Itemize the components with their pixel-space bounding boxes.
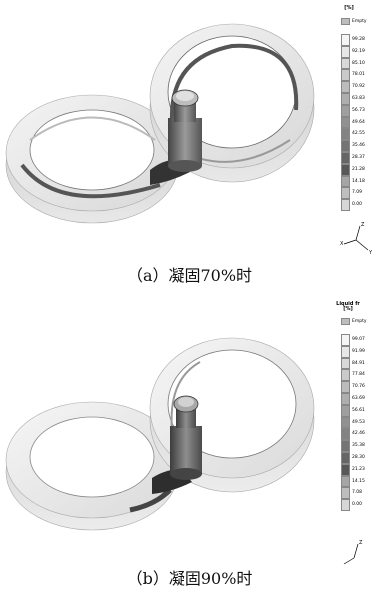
axis-z-label-a: Z	[361, 222, 365, 228]
legend-value-label: 78.01	[352, 72, 365, 78]
legend-value-label: 63.69	[352, 396, 365, 401]
legend-swatch	[341, 187, 350, 200]
legend-label-empty: Empty	[352, 319, 367, 324]
legend-value-label: 42.46	[352, 431, 365, 437]
legend-value-label: 42.55	[352, 131, 365, 137]
legend-value-label: 70.92	[352, 84, 365, 90]
legend-swatch	[341, 199, 350, 211]
legend-swatch	[341, 57, 350, 70]
legend-value-label: 14.15	[352, 478, 365, 484]
legend-value-label: 7.09	[352, 190, 363, 196]
caption-a: （a）凝固70%时	[126, 266, 253, 285]
legend-value-label: 56.73	[352, 107, 365, 113]
legend-title-a: [%]	[344, 5, 354, 11]
axis-z-label-b: Z	[359, 540, 363, 546]
legend-swatch	[341, 381, 350, 393]
legend-swatch	[341, 163, 350, 176]
legend-value-label: 77.84	[352, 372, 365, 378]
legend-value-label: 14.18	[352, 178, 365, 184]
left-ring-b	[5, 401, 179, 531]
casting-render-a	[5, 23, 315, 224]
legend-swatch	[341, 499, 350, 511]
axis-triad-icon-a	[343, 225, 369, 251]
legend-swatch	[341, 475, 350, 488]
legend-value-label: 99.28	[352, 37, 365, 42]
legend-swatch	[341, 404, 350, 417]
legend-value-label: 99.07	[352, 337, 365, 342]
caption-b: （b）凝固90%时	[126, 569, 253, 588]
legend-swatch	[341, 487, 350, 500]
legend-value-label: 28.30	[352, 455, 365, 460]
legend-value-label: 91.99	[352, 348, 365, 354]
legend-swatch	[341, 357, 350, 370]
legend-value-label: 49.64	[352, 119, 365, 125]
legend-value-label: 70.76	[352, 384, 365, 390]
legend-swatch	[341, 393, 350, 405]
legend-swatch	[341, 45, 350, 58]
legend-swatch	[341, 93, 350, 105]
legend-value-label: 21.28	[352, 166, 365, 172]
legend-swatch	[341, 81, 350, 93]
figure-panel-b: Liquid fr [%] Empty 99.07 91.99 84.91 77.84 7…	[0, 300, 379, 565]
legend-value-label: 84.91	[352, 360, 365, 366]
legend-value-label: 35.38	[352, 443, 365, 449]
legend-swatch	[341, 440, 350, 452]
legend-swatch	[341, 104, 350, 117]
figure-panel-a: [%] Empty 99.28 92.19 85.10 78.01 70.92 63.83 5…	[0, 0, 379, 260]
casting-render-b	[5, 337, 315, 531]
legend-swatch	[341, 463, 350, 476]
legend-value-label: 28.37	[352, 155, 365, 160]
legend-swatch-empty	[341, 318, 350, 325]
legend-swatch	[341, 452, 350, 464]
riser-a	[168, 89, 202, 172]
legend-value-label: 35.46	[352, 143, 365, 149]
legend-swatch	[341, 334, 350, 346]
legend-value-label: 63.83	[352, 96, 365, 101]
left-ring-a	[5, 94, 179, 224]
legend-swatch	[341, 34, 350, 46]
legend-swatch	[341, 128, 350, 141]
legend-swatch	[341, 116, 350, 129]
legend-swatch	[341, 416, 350, 429]
legend-swatch	[341, 175, 350, 188]
legend-value-label: 21.23	[352, 466, 365, 472]
axis-triad-icon-b	[343, 543, 359, 565]
legend-value-label: 0.00	[352, 502, 363, 508]
legend-value-label: 85.10	[352, 60, 365, 66]
legend-swatch	[341, 345, 350, 358]
riser-b	[170, 395, 202, 480]
legend-swatch	[341, 140, 350, 152]
legend-value-label: 0.00	[352, 202, 363, 208]
legend-swatch	[341, 428, 350, 441]
legend-swatch-empty	[341, 18, 350, 25]
legend-value-label: 49.53	[352, 419, 365, 425]
legend-value-label: 92.19	[352, 48, 365, 54]
axis-x-label-a: X	[340, 241, 344, 247]
axis-y-label-a: Y	[369, 250, 373, 256]
legend-value-label: 56.61	[352, 407, 365, 413]
legend-label-empty: Empty	[352, 19, 367, 24]
legend-title-b: Liquid fr [%]	[336, 301, 360, 312]
legend-value-label: 7.08	[352, 490, 363, 496]
legend-swatch	[341, 69, 350, 82]
legend-swatch	[341, 152, 350, 164]
legend-swatch	[341, 369, 350, 382]
